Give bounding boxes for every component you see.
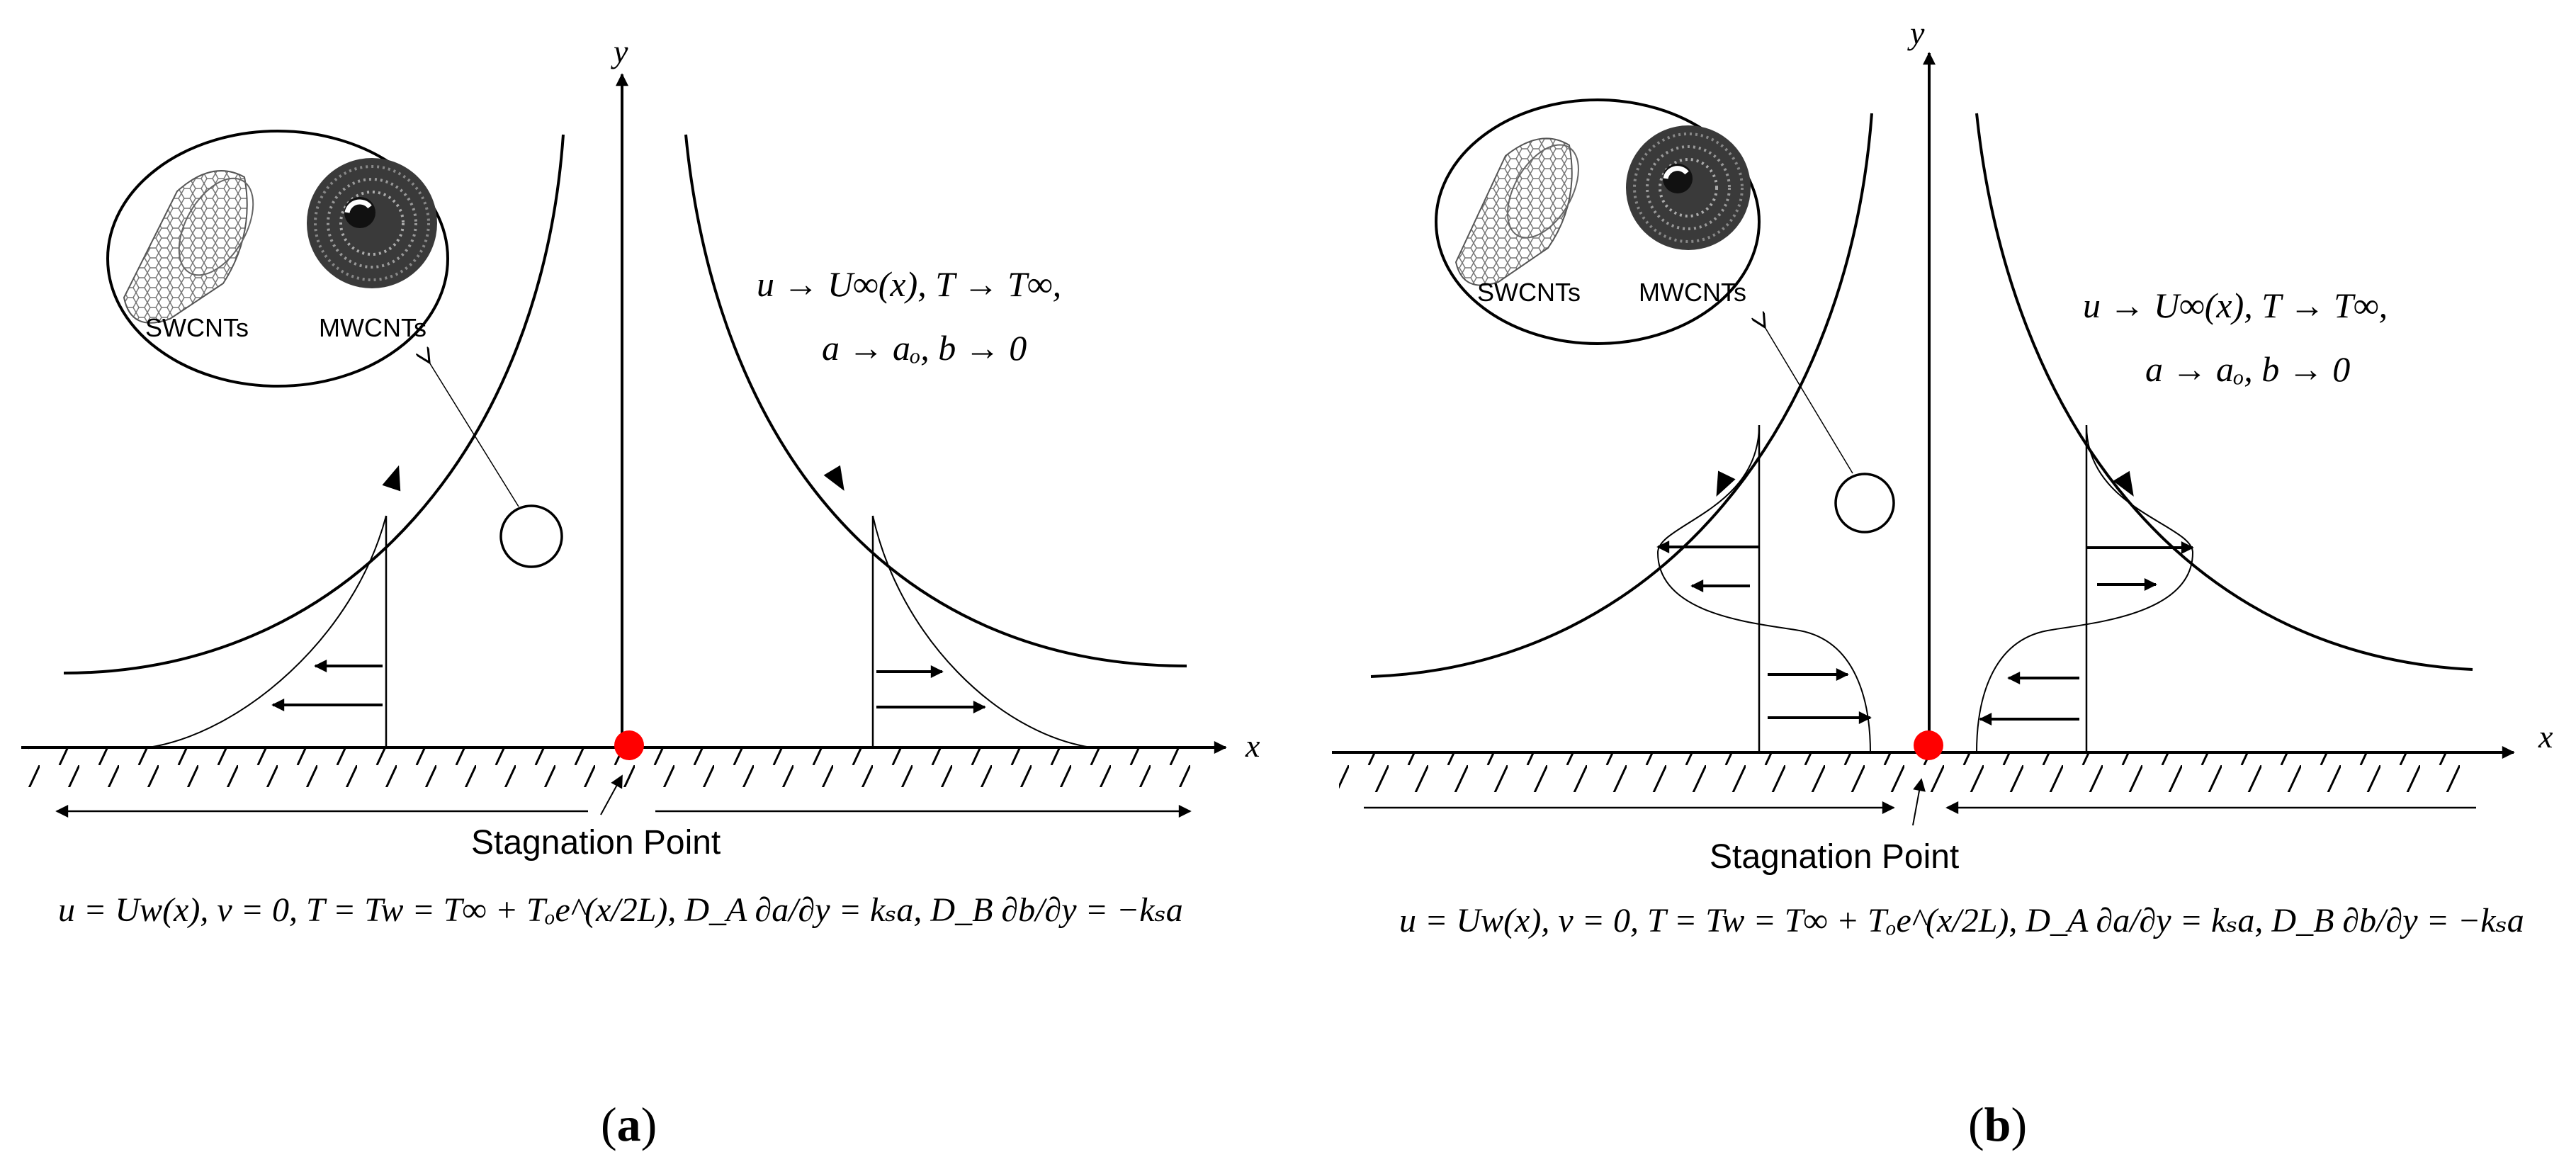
swcnt-label: SWCNTs: [145, 313, 249, 342]
streamline-right: [1975, 113, 2473, 671]
stagnation-point-label: Stagnation Point: [1710, 838, 1959, 876]
wall-boundary-condition: u = Uw(x), v = 0, T = Tw = T∞ + Tₒe^(x/2…: [58, 891, 1183, 929]
far-field-condition-1: u → U∞(x), T → T∞,: [757, 264, 1061, 304]
wall-hatching: [28, 747, 1204, 787]
stagnation-point: [1914, 730, 1943, 760]
stagnation-point: [614, 730, 644, 760]
flow-arrow-left: [1716, 470, 1736, 497]
inset-pointer: [429, 361, 519, 507]
streamline-left: [1370, 113, 1873, 678]
velocity-profile-right: [872, 515, 1092, 748]
flow-arrow-right: [823, 465, 844, 491]
y-axis-label: y: [611, 33, 628, 69]
x-axis-label: x: [2538, 718, 2553, 755]
panel-label-a: (a): [601, 1097, 657, 1151]
stagnation-pointer: [1912, 778, 1926, 826]
velocity-profile-right: [1976, 424, 2194, 753]
mwcnt-label: MWCNTs: [319, 313, 426, 342]
y-axis-label: y: [1907, 15, 1925, 51]
far-field-condition-1: u → U∞(x), T → T∞,: [2083, 286, 2388, 325]
panel-a: x y Stagnation Point: [21, 33, 1260, 1151]
swcnt-label: SWCNTs: [1477, 278, 1581, 307]
swcnt-icon: [123, 170, 254, 324]
far-field-condition-2: a → aₒ, b → 0: [2145, 349, 2350, 389]
mwcnt-icon: [1626, 125, 1751, 250]
mwcnt-icon: [307, 158, 437, 288]
far-field-condition-2: a → aₒ, b → 0: [822, 328, 1027, 368]
swcnt-icon: [1454, 137, 1579, 286]
stagnation-point-label: Stagnation Point: [471, 824, 721, 862]
panel-b: x y Stagnation Point: [1332, 15, 2553, 1151]
flow-arrow-left: [382, 465, 401, 492]
wall-hatching: [1339, 752, 2473, 792]
inset-pointer: [1764, 326, 1853, 474]
streamline-right: [684, 134, 1187, 667]
wall-boundary-condition: u = Uw(x), v = 0, T = Tw = T∞ + Tₒe^(x/2…: [1399, 902, 2524, 939]
velocity-profile-left: [1656, 424, 1871, 753]
streamline-left: [63, 134, 565, 674]
velocity-profile-left: [148, 515, 387, 748]
mwcnt-label: MWCNTs: [1639, 278, 1746, 307]
stagnation-pointer: [600, 774, 623, 815]
x-axis-label: x: [1245, 728, 1260, 764]
nanoparticle-circle: [499, 504, 563, 568]
nanoparticle-circle: [1834, 473, 1895, 533]
panel-label-b: (b): [1968, 1097, 2027, 1151]
